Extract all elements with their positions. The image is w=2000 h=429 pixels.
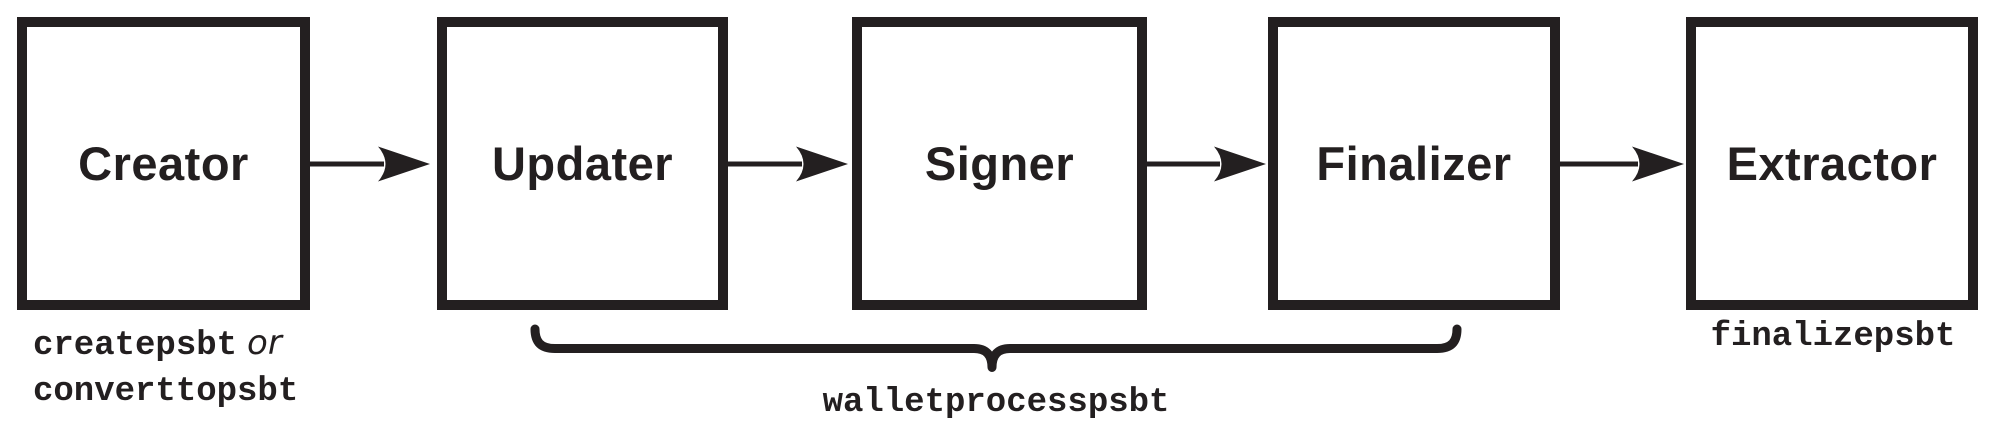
stage-label-creator: Creator bbox=[78, 137, 249, 190]
flow-arrow-finalizer-extractor bbox=[1560, 146, 1684, 182]
stage-box-finalizer: Finalizer bbox=[1268, 17, 1560, 310]
stage-label-signer: Signer bbox=[924, 137, 1075, 190]
flow-arrow-signer-finalizer bbox=[1147, 146, 1266, 182]
stage-label-finalizer: Finalizer bbox=[1316, 137, 1512, 190]
stage-box-creator: Creator bbox=[17, 17, 310, 310]
command-walletprocesspsbt: walletprocesspsbt bbox=[822, 384, 1170, 422]
stage-label-updater: Updater bbox=[491, 137, 674, 190]
command-finalizepsbt: finalizepsbt bbox=[1710, 318, 1956, 356]
flow-arrow-creator-updater bbox=[310, 146, 430, 182]
command-converttopsbt: converttopsbt bbox=[33, 373, 299, 411]
conjunction-or: or bbox=[247, 323, 282, 363]
stage-label-extractor: Extractor bbox=[1726, 137, 1938, 190]
command-createpsbt: createpsbt bbox=[33, 327, 238, 365]
flow-arrow-updater-signer bbox=[728, 146, 848, 182]
underbrace bbox=[530, 324, 1462, 372]
stage-box-updater: Updater bbox=[437, 17, 728, 310]
stage-box-extractor: Extractor bbox=[1686, 17, 1978, 310]
stage-box-signer: Signer bbox=[852, 17, 1147, 310]
